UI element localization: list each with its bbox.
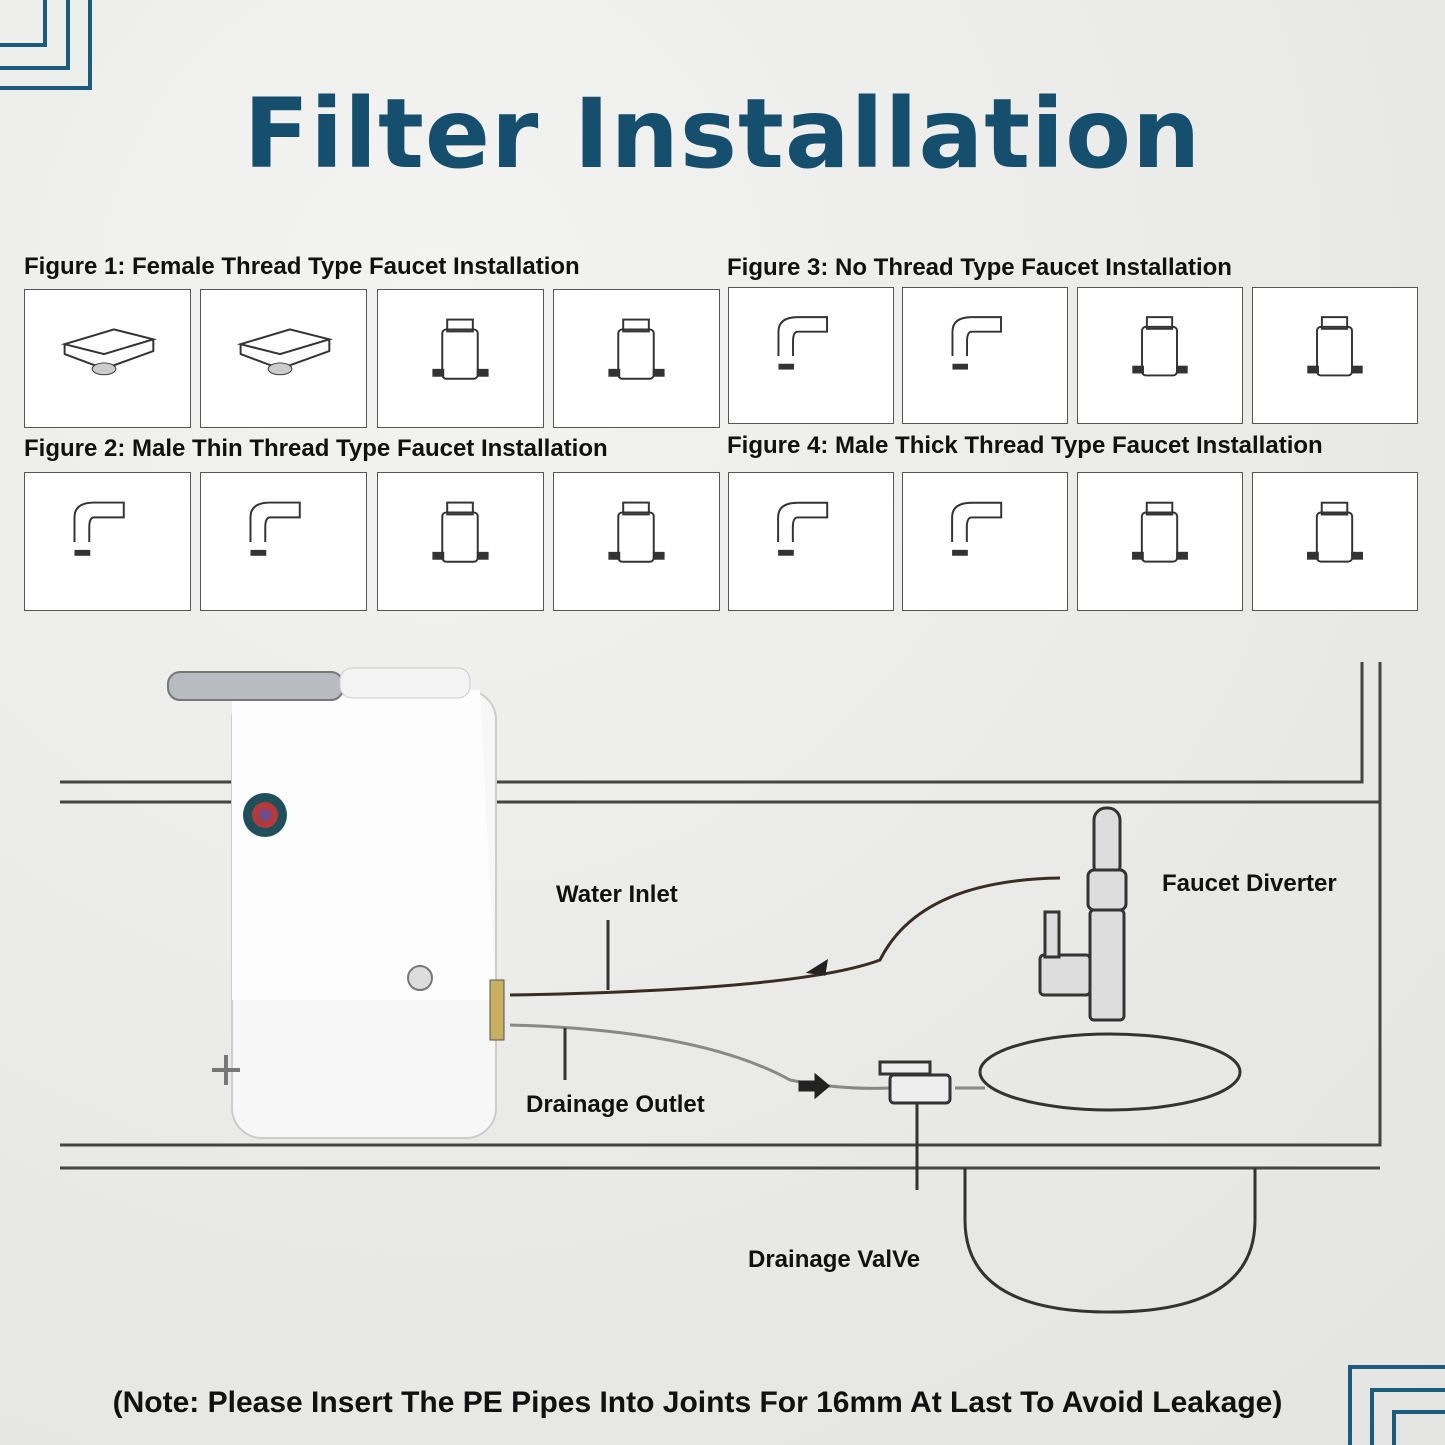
figure-4-step-3 [1077, 472, 1243, 611]
drainage-valve-illustration [878, 1060, 952, 1105]
step-illustration-icon [1132, 501, 1188, 563]
figure-3-step-2 [902, 287, 1068, 424]
figure-1-label: Figure 1: Female Thread Type Faucet Inst… [24, 253, 580, 280]
figure-1-step-1 [24, 289, 191, 428]
sink-basin [963, 1032, 1257, 1314]
figure-3-step-4 [1252, 287, 1418, 424]
step-illustration-icon [60, 328, 158, 376]
water-filter-unit [167, 667, 505, 1139]
step-illustration-icon [777, 316, 828, 370]
figure-4-step-2 [902, 472, 1068, 611]
figure-2-step-4 [553, 472, 720, 611]
figure-2-label: Figure 2: Male Thin Thread Type Faucet I… [24, 435, 608, 462]
drainage-outlet-label: Drainage Outlet [526, 1091, 705, 1118]
figure-4-step-4 [1252, 472, 1418, 611]
step-illustration-icon [951, 316, 1002, 370]
filter-tap-icon [212, 1055, 240, 1085]
step-illustration-icon [432, 318, 489, 380]
step-illustration-icon [236, 328, 334, 376]
figure-1-step-4 [553, 289, 720, 428]
figure-1-step-2 [200, 289, 367, 428]
figure-4-step-1 [728, 472, 894, 611]
figure-3-step-3 [1077, 287, 1243, 424]
page-title: Filter Installation [243, 78, 1202, 190]
step-illustration-icon [1132, 316, 1188, 377]
faucet-diverter-illustration [1038, 806, 1128, 1022]
step-illustration-icon [432, 501, 489, 563]
figure-2-step-1 [24, 472, 191, 611]
corner-decoration-top-left [0, 0, 92, 90]
step-illustration-icon [777, 501, 829, 556]
step-illustration-icon [951, 501, 1003, 556]
step-illustration-icon [73, 501, 125, 556]
drainage-valve-label: Drainage ValVe [748, 1246, 921, 1273]
step-illustration-icon [1307, 501, 1363, 563]
step-illustration-icon [249, 501, 301, 556]
figure-2-step-2 [200, 472, 367, 611]
faucet-diverter-label: Faucet Diverter [1162, 870, 1337, 897]
corner-decoration-bottom-right [1348, 1365, 1445, 1445]
figure-1-step-3 [377, 289, 544, 428]
pipes [509, 876, 1061, 1190]
step-illustration-icon [608, 318, 665, 380]
water-inlet-label: Water Inlet [556, 881, 678, 908]
figure-4-label: Figure 4: Male Thick Thread Type Faucet … [727, 432, 1323, 459]
figure-2-step-3 [377, 472, 544, 611]
installation-note: (Note: Please Insert The PE Pipes Into J… [112, 1386, 1283, 1419]
filter-logo [243, 793, 287, 837]
figure-3-step-1 [728, 287, 894, 424]
figure-3-label: Figure 3: No Thread Type Faucet Installa… [727, 254, 1232, 281]
step-illustration-icon [1307, 316, 1363, 377]
step-illustration-icon [608, 501, 665, 563]
